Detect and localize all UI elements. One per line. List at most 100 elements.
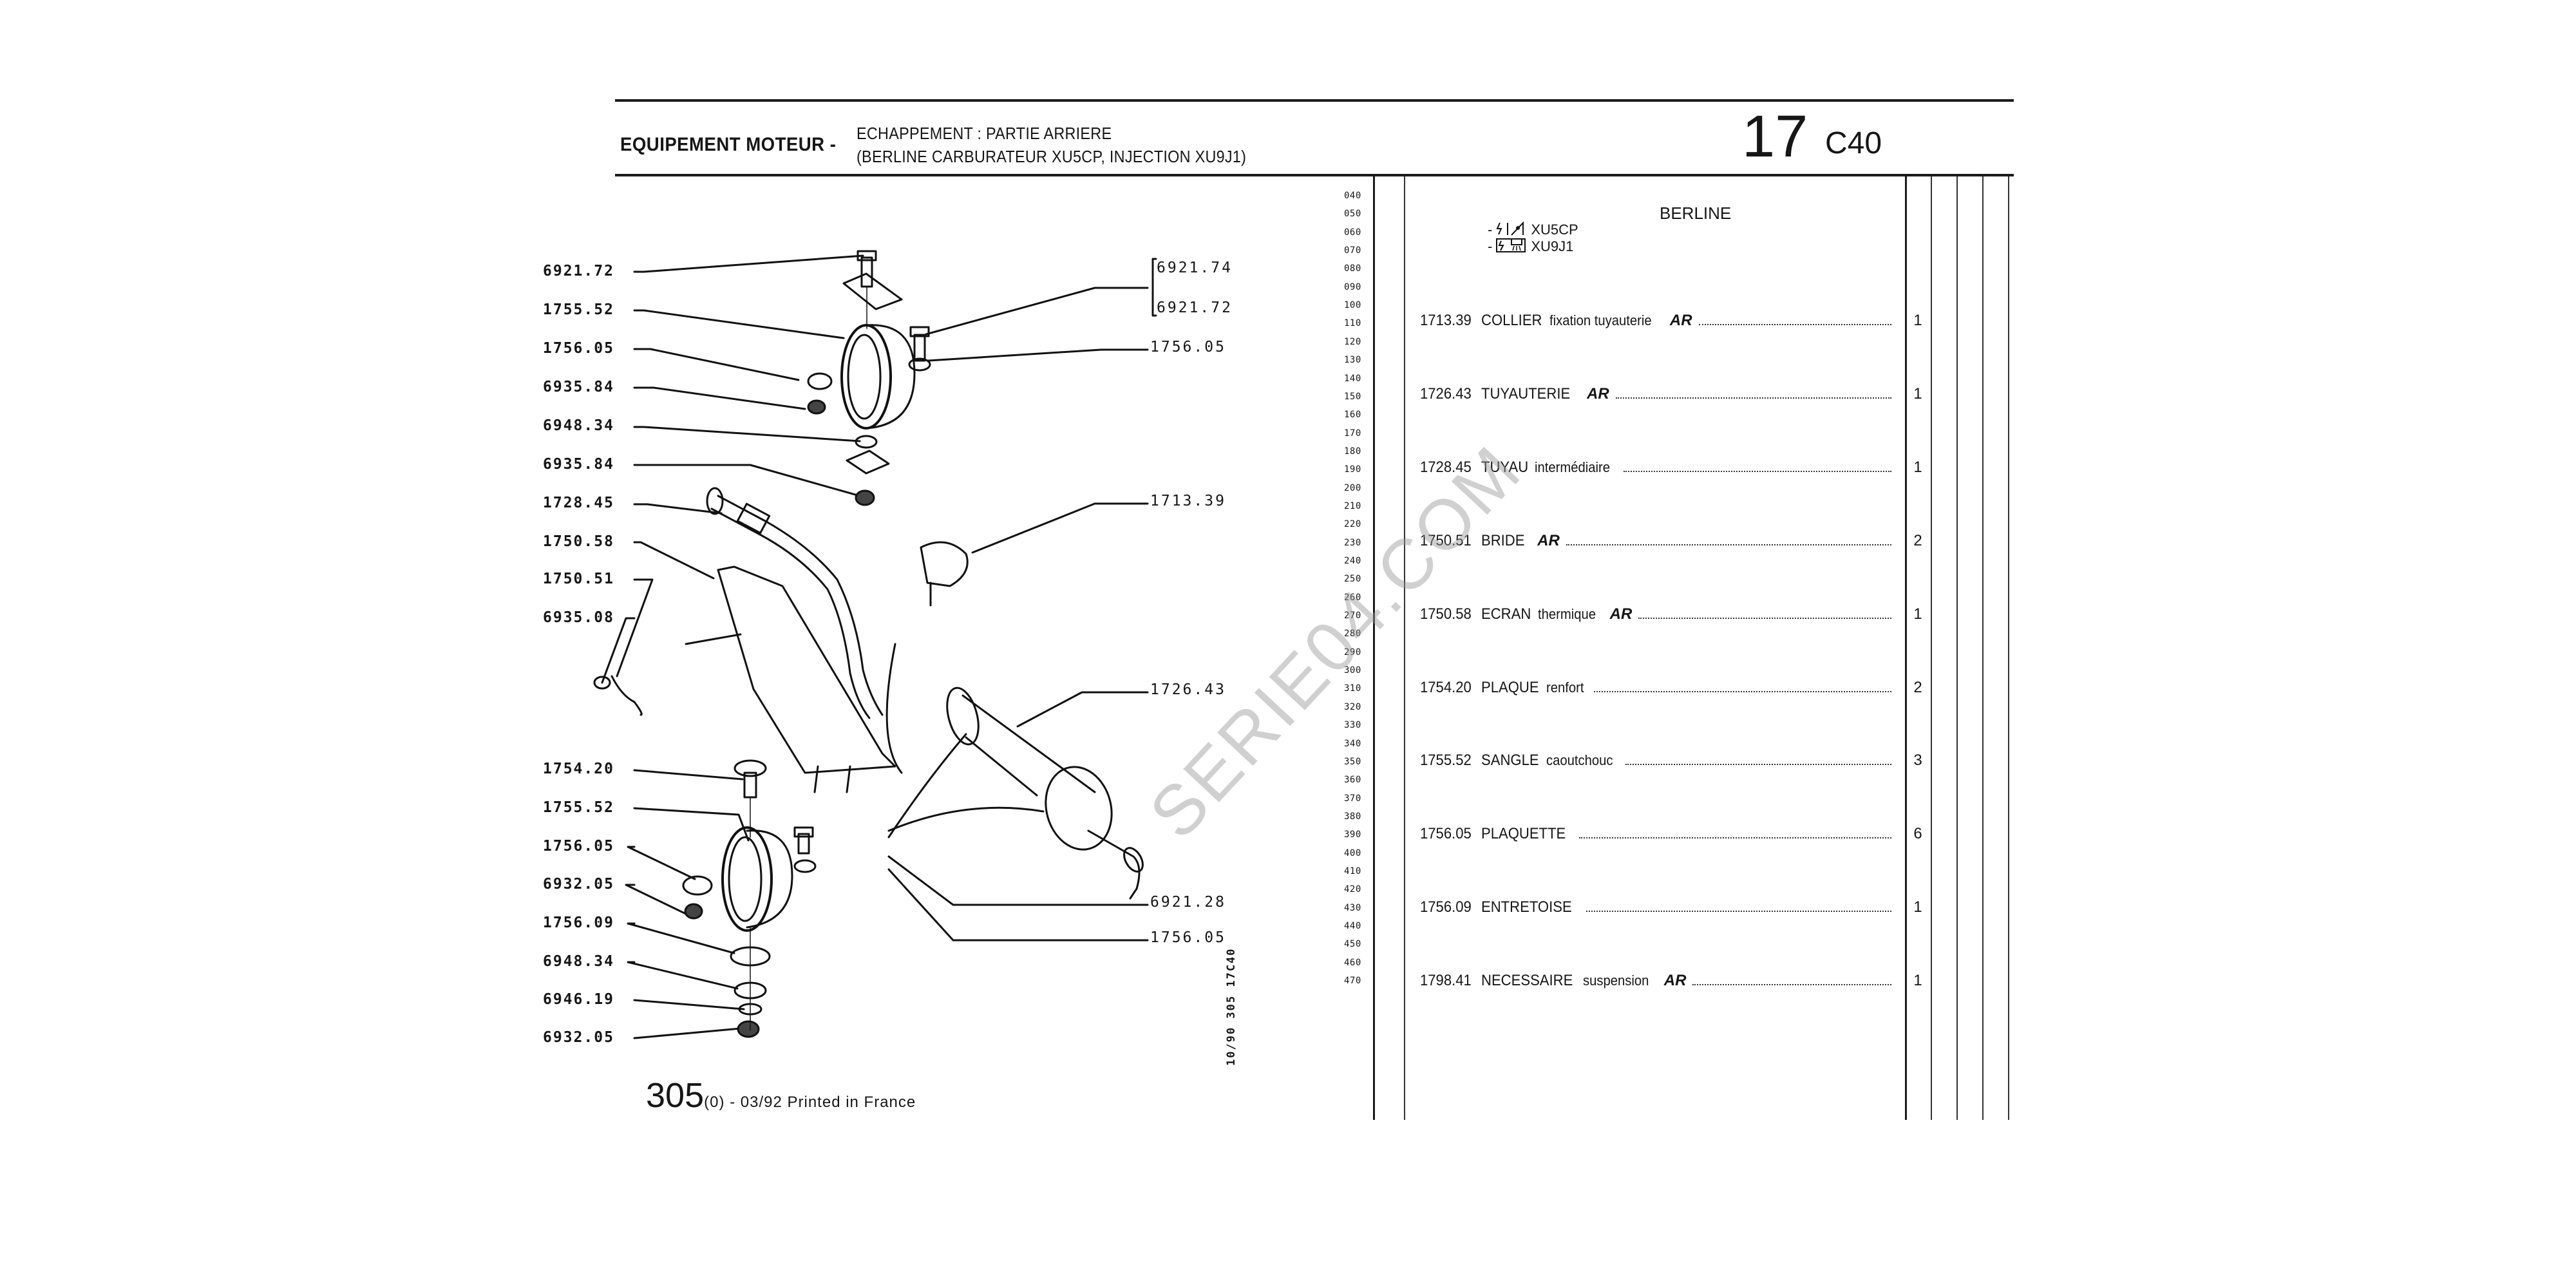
leader-line: [627, 846, 696, 880]
callout-left: 1750.51: [543, 571, 614, 587]
part-detail: renfort: [1546, 679, 1584, 696]
callout-left: 1754.20: [543, 761, 614, 777]
dot-leader: [1579, 837, 1891, 838]
column-title: BERLINE: [1660, 204, 1732, 223]
part-name: TUYAUTERIE: [1481, 385, 1570, 402]
line-number: 370: [1344, 793, 1361, 804]
ar-exchange-icon: AR: [1669, 312, 1692, 329]
callout-left: 1750.58: [543, 533, 614, 550]
ar-exchange-icon: AR: [1663, 972, 1687, 989]
callout-left: 6948.34: [543, 953, 614, 970]
part-name: ECRAN: [1481, 605, 1531, 623]
leader-line: [925, 287, 1149, 336]
rubber-strap-bottom: [721, 826, 773, 932]
part-name: PLAQUETTE: [1481, 825, 1566, 842]
line-number: 250: [1344, 574, 1361, 585]
line-number: 260: [1344, 592, 1361, 603]
part-quantity: 1: [1913, 312, 1922, 329]
bracket: [1151, 258, 1157, 317]
line-number: 090: [1344, 281, 1361, 292]
line-number: 470: [1344, 976, 1361, 987]
callout-left: 6935.84: [543, 379, 614, 395]
callout-left: 1755.52: [543, 799, 614, 816]
line-number: 310: [1344, 683, 1361, 694]
line-number: 440: [1344, 921, 1361, 931]
part-reference: 1728.45: [1420, 459, 1472, 476]
part-row[interactable]: 1756.05 PLAQUETTE: [1420, 825, 1895, 844]
line-number: 240: [1344, 556, 1361, 566]
column-divider-5: [2008, 176, 2009, 1120]
part-quantity: 3: [1913, 752, 1922, 769]
callout-left: 6948.34: [543, 417, 614, 434]
clamp-collar: [920, 541, 969, 587]
line-number: 060: [1344, 227, 1361, 238]
line-number: 160: [1344, 410, 1361, 421]
leader-line: [633, 541, 715, 580]
dot-leader: [1692, 983, 1891, 985]
subtitle-line-1: ECHAPPEMENT : PARTIE ARRIERE: [857, 124, 1112, 143]
part-reference: 1754.20: [1420, 679, 1472, 696]
column-divider-3: [1956, 176, 1958, 1120]
leader-line: [633, 769, 744, 781]
engine-prefix: -: [1488, 222, 1493, 238]
callout-right: 1756.05: [1150, 929, 1226, 946]
engine-row-xu5cp: - XU5CP: [1488, 220, 1578, 239]
line-number: 190: [1344, 464, 1361, 475]
line-number: 290: [1344, 647, 1361, 658]
leader-line: [1016, 691, 1149, 728]
part-reference: 1750.51: [1420, 532, 1472, 549]
callout-left: 1728.45: [543, 495, 614, 511]
part-quantity: 1: [1913, 972, 1922, 989]
leader-line: [625, 884, 688, 916]
qty-divider-left: [1905, 176, 1907, 1120]
dot-leader: [1586, 910, 1891, 912]
footer-model: 305: [646, 1076, 705, 1115]
line-number: 200: [1344, 482, 1361, 493]
line-number: 180: [1344, 446, 1361, 457]
dot-leader: [1615, 397, 1891, 399]
callout-left: 6935.08: [543, 609, 614, 626]
callout-left: 1756.09: [543, 914, 614, 931]
part-quantity: 6: [1913, 825, 1922, 842]
callout-bracket-bottom: 6921.72: [1157, 299, 1233, 316]
group-number: 17: [1742, 104, 1808, 169]
callout-left: 6935.84: [543, 456, 614, 473]
line-number: 360: [1344, 775, 1361, 786]
part-reference: 1750.58: [1420, 605, 1472, 623]
line-number: 040: [1344, 191, 1361, 201]
leader-line: [633, 348, 800, 381]
callout-left: 1755.52: [543, 301, 614, 318]
leader-line: [627, 961, 739, 990]
line-number: 430: [1344, 902, 1361, 913]
leader-line: [887, 868, 1149, 942]
description-divider: [1404, 176, 1405, 1120]
line-number: 150: [1344, 391, 1361, 402]
callout-left: 6932.05: [543, 876, 614, 893]
leader-line: [633, 1027, 742, 1039]
leader-line: [633, 807, 750, 842]
callout-left: 6946.19: [543, 991, 614, 1008]
line-number: 380: [1344, 811, 1361, 822]
ar-exchange-icon: AR: [1587, 385, 1609, 402]
carburetor-engine-icon: [1496, 220, 1527, 239]
part-reference: 1798.41: [1420, 972, 1472, 989]
part-name: ENTRETOISE: [1481, 898, 1572, 916]
leader-line: [633, 426, 861, 442]
line-number: 050: [1344, 209, 1361, 220]
line-number: 280: [1344, 629, 1361, 639]
heat-shield: [717, 565, 896, 774]
part-name: COLLIER: [1481, 312, 1542, 329]
rear-silencer: [961, 694, 1096, 797]
line-number: 320: [1344, 701, 1361, 712]
injection-engine-icon: [1496, 238, 1527, 256]
part-reference: 1756.05: [1420, 825, 1472, 842]
